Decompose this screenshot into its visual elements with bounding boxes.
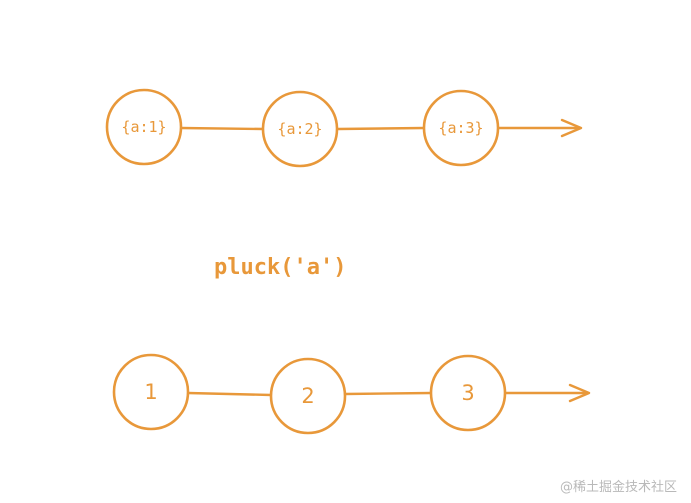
result-node-label: 3 [461,381,474,405]
source-node: {a:3} [422,89,500,167]
source-node: {a:1} [105,88,183,166]
result-node-circle [429,354,507,432]
source-stream-arrow-icon [560,118,583,138]
source-stream-segment-1 [179,126,266,131]
source-stream: {a:1} {a:2} {a:3} [105,88,583,168]
result-stream-segment-1 [186,391,273,397]
operator-label: pluck('a') [214,255,346,280]
result-stream: 1 2 3 [112,353,591,435]
source-node-label: {a:2} [277,120,322,138]
result-node-circle [269,357,347,435]
result-stream-segment-2 [343,391,433,396]
result-stream-arrow-icon [568,383,591,403]
source-node-label: {a:3} [438,119,483,137]
source-stream-segment-2 [336,126,426,131]
source-node-label: {a:1} [121,118,166,136]
result-node-label: 1 [144,380,157,404]
result-node-circle [112,353,190,431]
result-node: 3 [429,354,507,432]
watermark-text: @稀土掘金技术社区 [559,480,677,495]
result-node-label: 2 [301,384,314,408]
result-node: 2 [269,357,347,435]
source-node-circle [422,89,500,167]
source-node-circle [261,90,339,168]
source-node-circle [105,88,183,166]
source-node: {a:2} [261,90,339,168]
result-node: 1 [112,353,190,431]
